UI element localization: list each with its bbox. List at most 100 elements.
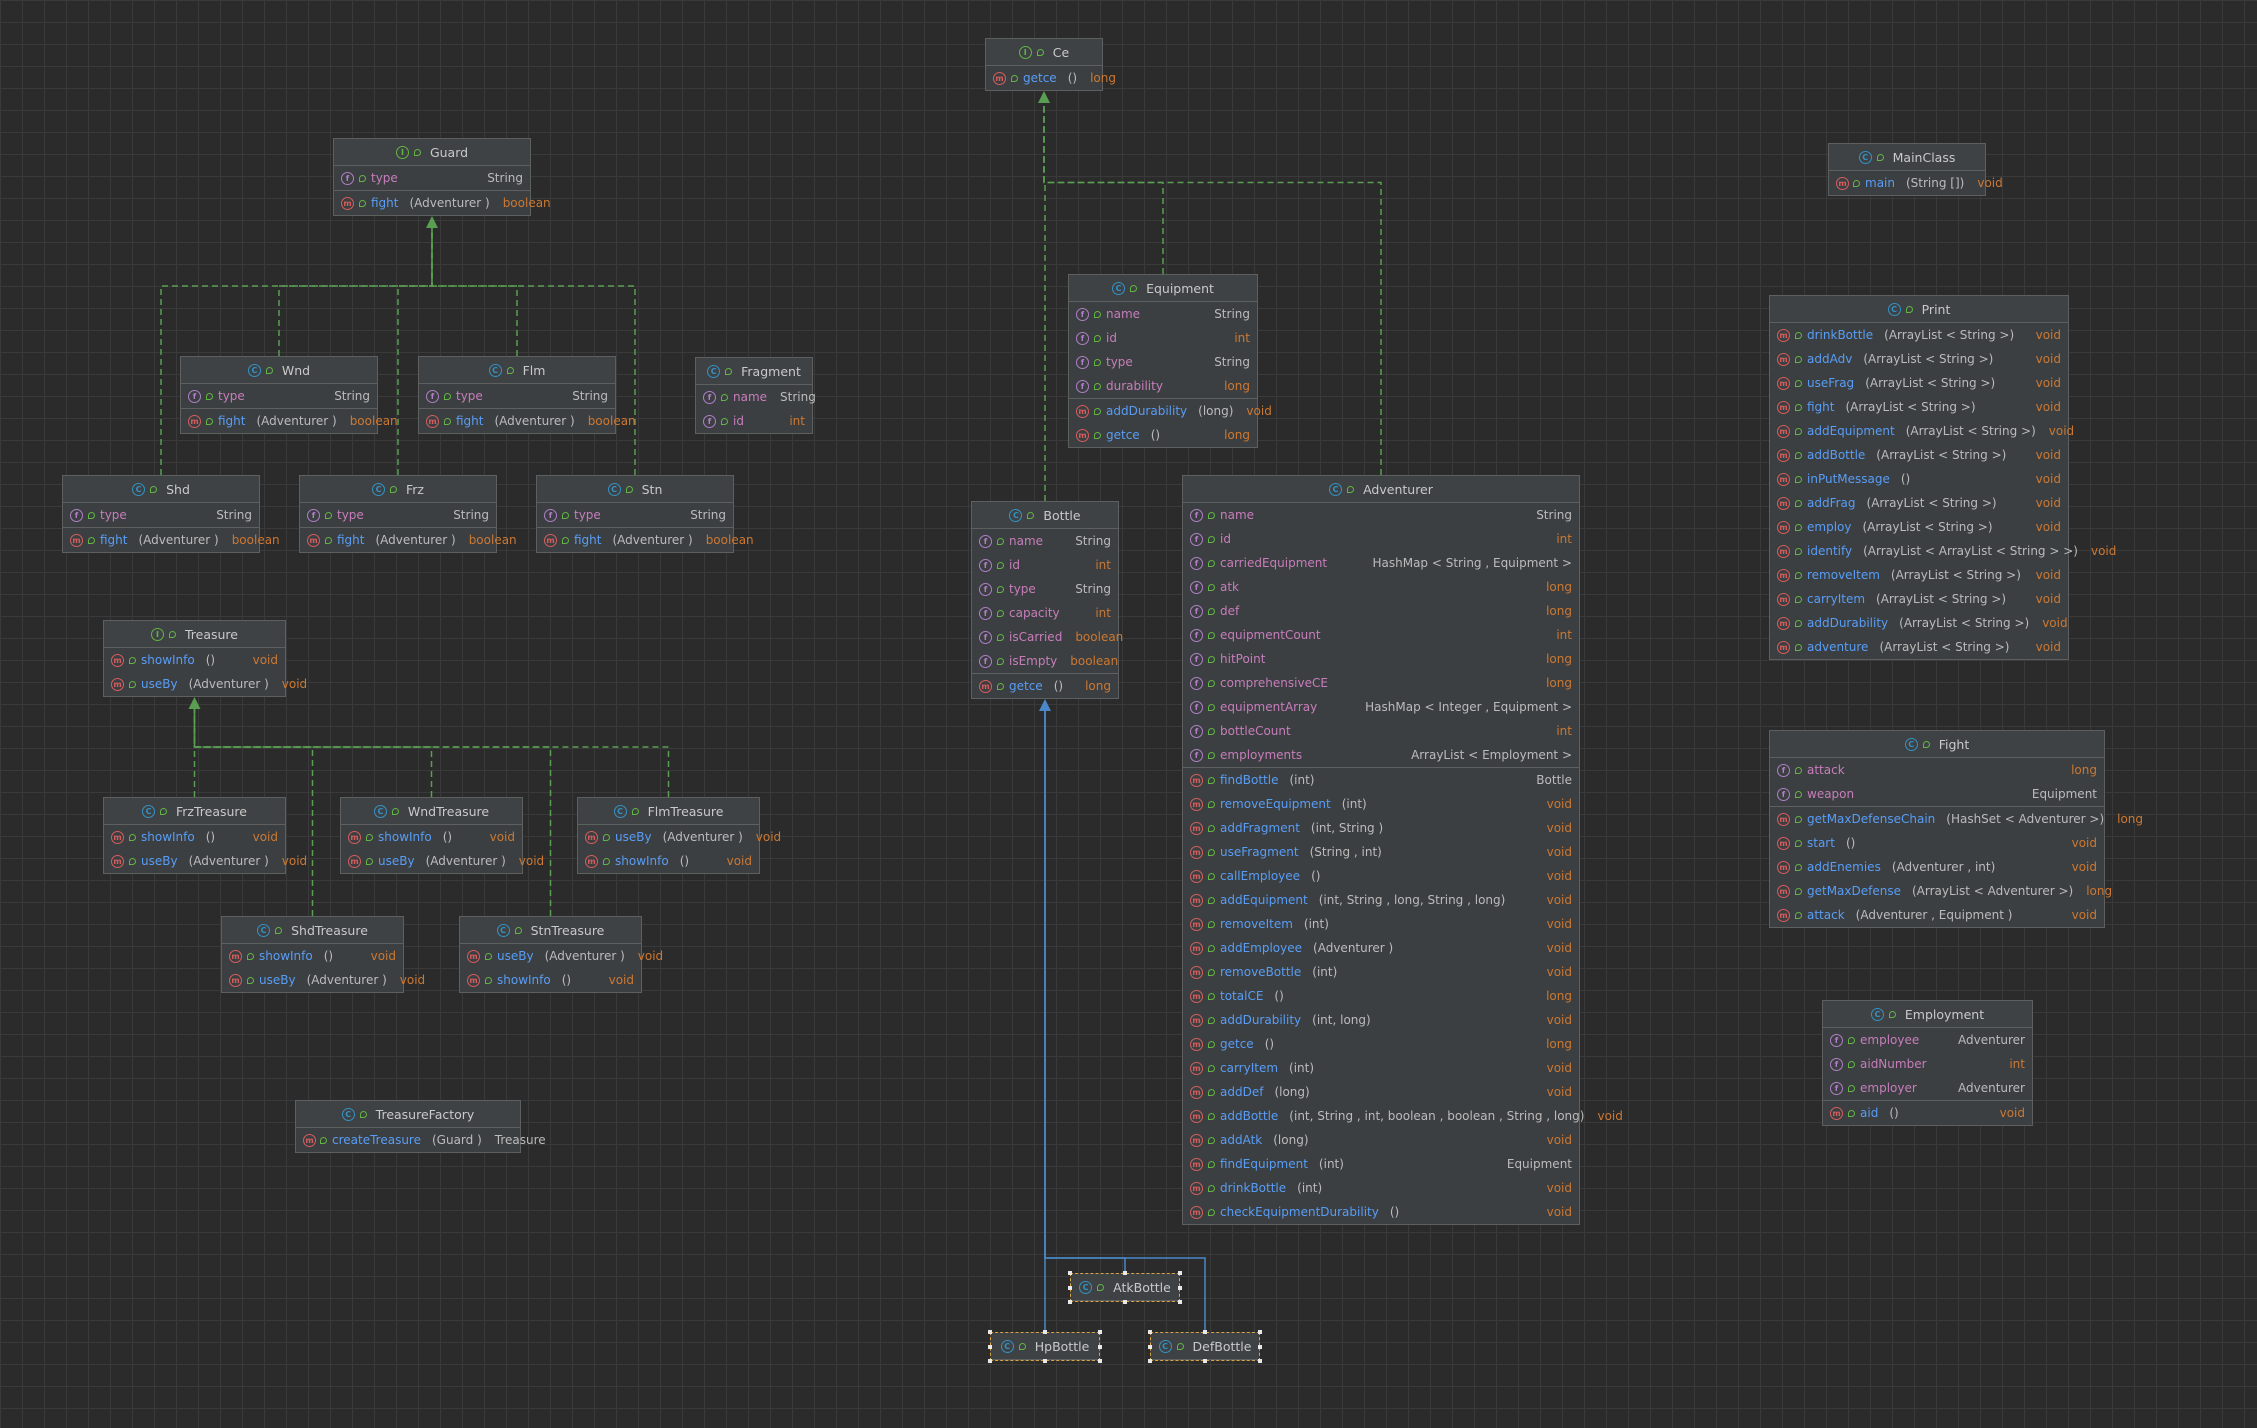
- selection-handle[interactable]: [1098, 1359, 1102, 1363]
- selection-handle[interactable]: [1203, 1330, 1207, 1334]
- selection-handle[interactable]: [988, 1344, 992, 1349]
- selection-handle[interactable]: [1258, 1359, 1262, 1363]
- selection-handle[interactable]: [1098, 1344, 1102, 1349]
- selection-handle[interactable]: [1148, 1359, 1152, 1363]
- selection-handle[interactable]: [1258, 1344, 1262, 1349]
- selection-handle[interactable]: [1068, 1271, 1072, 1275]
- selection-handle[interactable]: [988, 1330, 992, 1334]
- selection-handle[interactable]: [1203, 1359, 1207, 1363]
- selection-handle[interactable]: [1178, 1285, 1182, 1290]
- selection-handle[interactable]: [1148, 1344, 1152, 1349]
- selection-handle[interactable]: [1148, 1330, 1152, 1334]
- selection-handle[interactable]: [1123, 1271, 1127, 1275]
- selection-handle[interactable]: [1068, 1300, 1072, 1304]
- selection-handle[interactable]: [1043, 1330, 1047, 1334]
- selection-handle[interactable]: [1098, 1330, 1102, 1334]
- selection-handle[interactable]: [1178, 1271, 1182, 1275]
